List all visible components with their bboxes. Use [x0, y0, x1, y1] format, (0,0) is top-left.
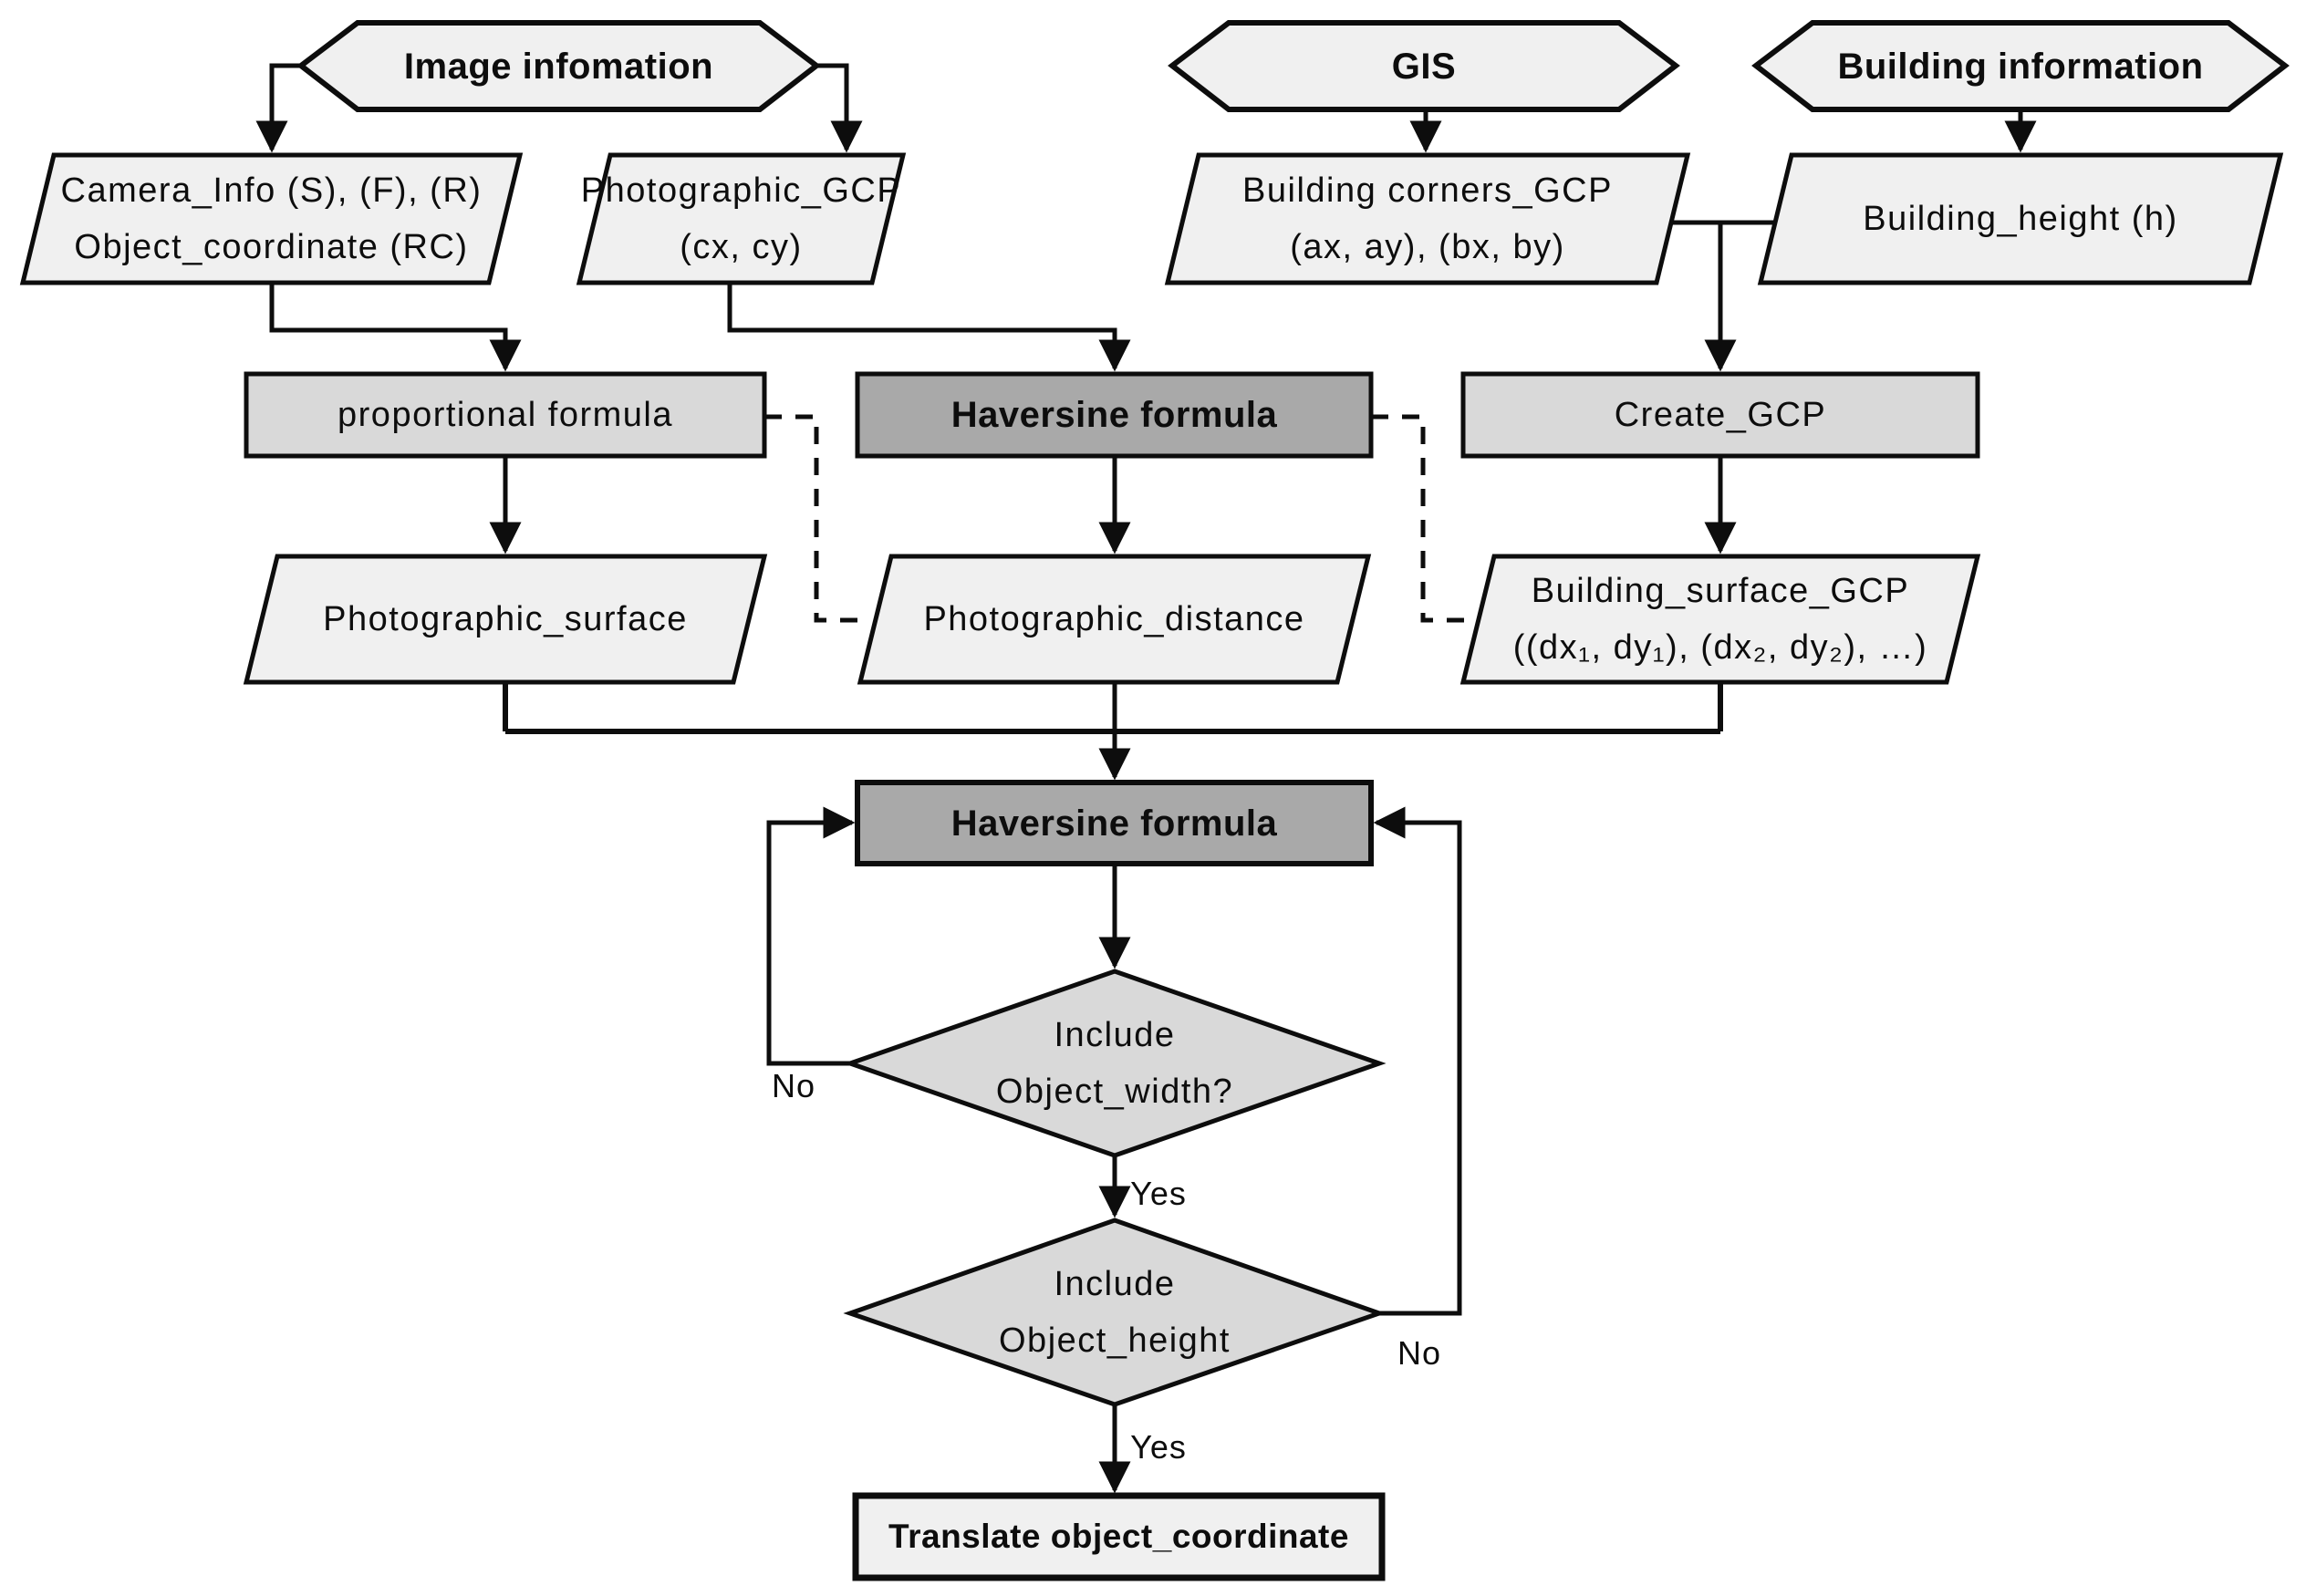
- decision-include-object-width: [843, 969, 1387, 1158]
- edge-dashed-proportional-to-photographicdistance: [764, 414, 862, 623]
- parallelogram-photographic-gcp: [576, 152, 907, 285]
- hexagon-building-information: [1751, 20, 2290, 112]
- parallelogram-building-corners-gcp: [1164, 152, 1691, 285]
- edge-imageinfo-to-camerainfo: [255, 63, 301, 153]
- process-create-gcp: [1460, 371, 1980, 459]
- parallelogram-camera-info: [19, 152, 524, 285]
- edge-no-loop-right: [1373, 806, 1462, 1316]
- hexagon-gis: [1168, 20, 1680, 112]
- parallelogram-photographic-distance: [857, 554, 1372, 685]
- edge-dashed-haversine-to-buildingsurface: [1371, 414, 1472, 623]
- process-translate-object-coordinate: [852, 1492, 1386, 1581]
- process-haversine-formula-main: [855, 780, 1374, 866]
- hexagon-image-information: [296, 20, 821, 112]
- parallelogram-photographic-surface: [243, 554, 768, 685]
- edge-photographicgcp-to-haversine: [727, 283, 1131, 372]
- parallelogram-building-surface-gcp: [1459, 554, 1981, 685]
- edge-imageinfo-to-photographicgcp: [816, 63, 863, 153]
- decision-include-object-height: [843, 1218, 1387, 1407]
- edge-camerainfo-to-proportional: [269, 283, 522, 372]
- edge-no-loop-left: [766, 806, 856, 1066]
- process-proportional-formula: [244, 371, 767, 459]
- process-haversine-formula-top: [855, 371, 1374, 459]
- parallelogram-building-height: [1757, 152, 2284, 285]
